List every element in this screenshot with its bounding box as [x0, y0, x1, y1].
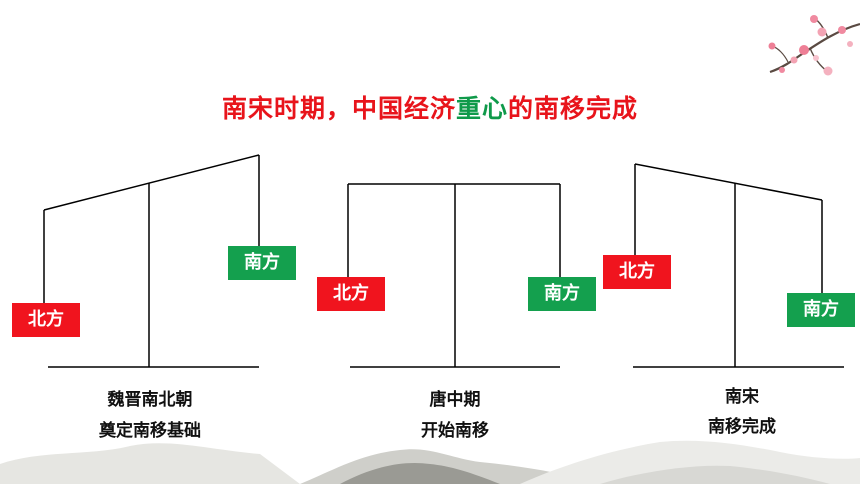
panel-3-caption: 南宋 南移完成 [662, 387, 822, 437]
panel-3-south-tag: 南方 [787, 293, 855, 327]
panel-3-caption-line1: 南宋 [725, 387, 759, 407]
panel-1-north-tag: 北方 [12, 303, 80, 337]
scale-1-beam [43, 154, 260, 211]
panel-2-south-tag: 南方 [528, 277, 596, 311]
panel-3-north-tag: 北方 [603, 255, 671, 289]
panel-1-caption-line2: 奠定南移基础 [99, 421, 201, 441]
title-part-red-1: 南宋时期，中国经济 [221, 94, 456, 123]
panel-1-caption: 魏晋南北朝 奠定南移基础 [70, 390, 230, 441]
panel-2-north-tag: 北方 [317, 277, 385, 311]
panel-2-caption-line2: 开始南移 [421, 421, 489, 441]
title-part-green: 重心 [455, 94, 508, 123]
scale-3-beam [634, 163, 823, 201]
title-part-red-2: 的南移完成 [508, 94, 639, 123]
panel-2-caption: 唐中期 开始南移 [375, 390, 535, 441]
panel-2-caption-line1: 唐中期 [429, 390, 481, 410]
panel-3-caption-line2: 南移完成 [708, 417, 776, 437]
ink-mountain-icon [0, 440, 860, 484]
page-title: 南宋时期，中国经济重心的南移完成 [0, 92, 860, 126]
panel-1-caption-line1: 魏晋南北朝 [107, 390, 193, 410]
panel-1-south-tag: 南方 [228, 246, 296, 280]
plum-blossom-branch-icon [768, 15, 860, 76]
